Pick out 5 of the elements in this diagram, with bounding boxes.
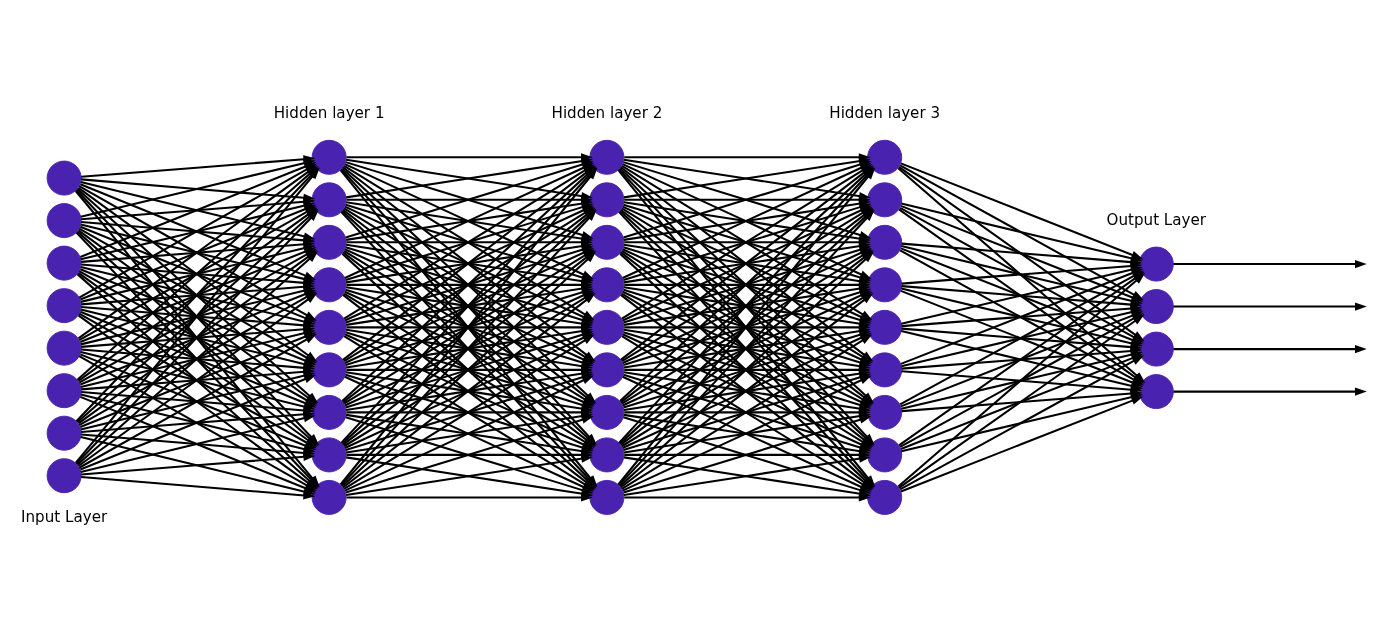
label: Hidden layer 2 (551, 103, 663, 122)
label: Hidden layer 1 (273, 103, 385, 122)
label: Hidden layer 3 (829, 103, 941, 122)
label: Input Layer (21, 507, 108, 526)
label: Output Layer (1106, 210, 1207, 229)
